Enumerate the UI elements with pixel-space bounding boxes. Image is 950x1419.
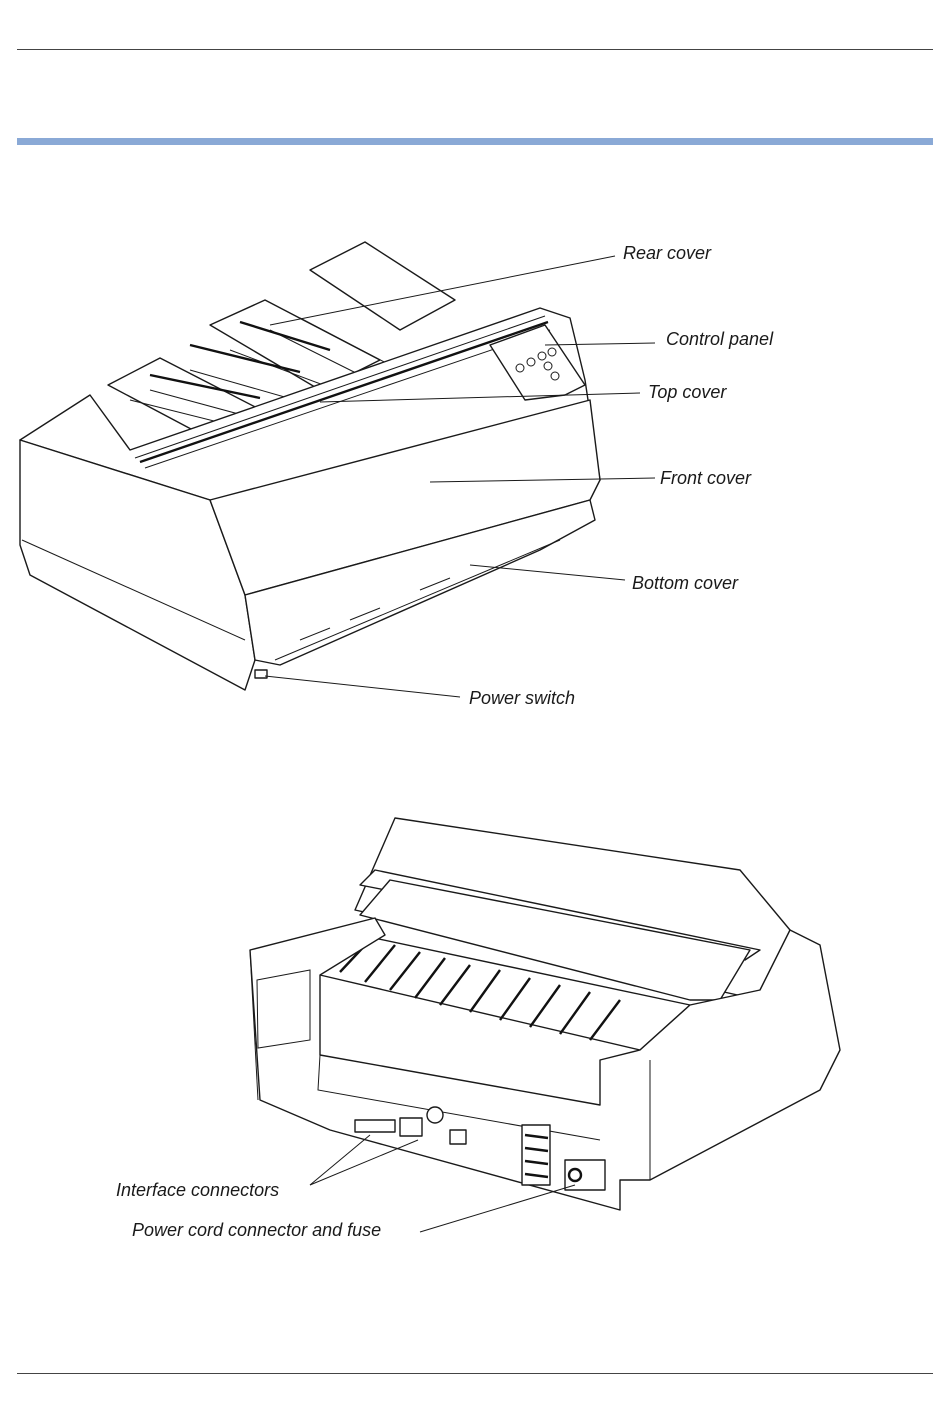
power-cord-label: Power cord connector and fuse bbox=[132, 1220, 381, 1240]
power-switch-label: Power switch bbox=[469, 688, 575, 708]
printer-rear-drawing: Interface connectors Power cord connecto… bbox=[0, 810, 950, 1250]
footer-rule bbox=[17, 1373, 933, 1374]
vent-grille bbox=[522, 1125, 550, 1185]
header-rule bbox=[17, 49, 933, 50]
bottom-cover-label: Bottom cover bbox=[632, 573, 739, 593]
front-cover-label: Front cover bbox=[660, 468, 752, 488]
section-band bbox=[17, 138, 933, 145]
printer-front-drawing: Rear cover Control panel Top cover Front… bbox=[0, 230, 950, 710]
rear-cover-label: Rear cover bbox=[623, 243, 712, 263]
power-switch-leader bbox=[265, 676, 460, 697]
power-connector-shape bbox=[565, 1160, 605, 1190]
interface-connectors-label: Interface connectors bbox=[116, 1180, 279, 1200]
printer-rear-figure: Interface connectors Power cord connecto… bbox=[0, 810, 950, 1250]
top-cover-label: Top cover bbox=[648, 382, 727, 402]
power-cord-leader bbox=[420, 1185, 575, 1232]
bottom-cover-leader bbox=[470, 565, 625, 580]
control-panel-label: Control panel bbox=[666, 329, 774, 349]
interface-leader-2 bbox=[310, 1140, 418, 1185]
power-switch-shape bbox=[255, 670, 267, 678]
printer-front-figure: Rear cover Control panel Top cover Front… bbox=[0, 230, 950, 710]
interface-leader-1 bbox=[310, 1135, 370, 1185]
